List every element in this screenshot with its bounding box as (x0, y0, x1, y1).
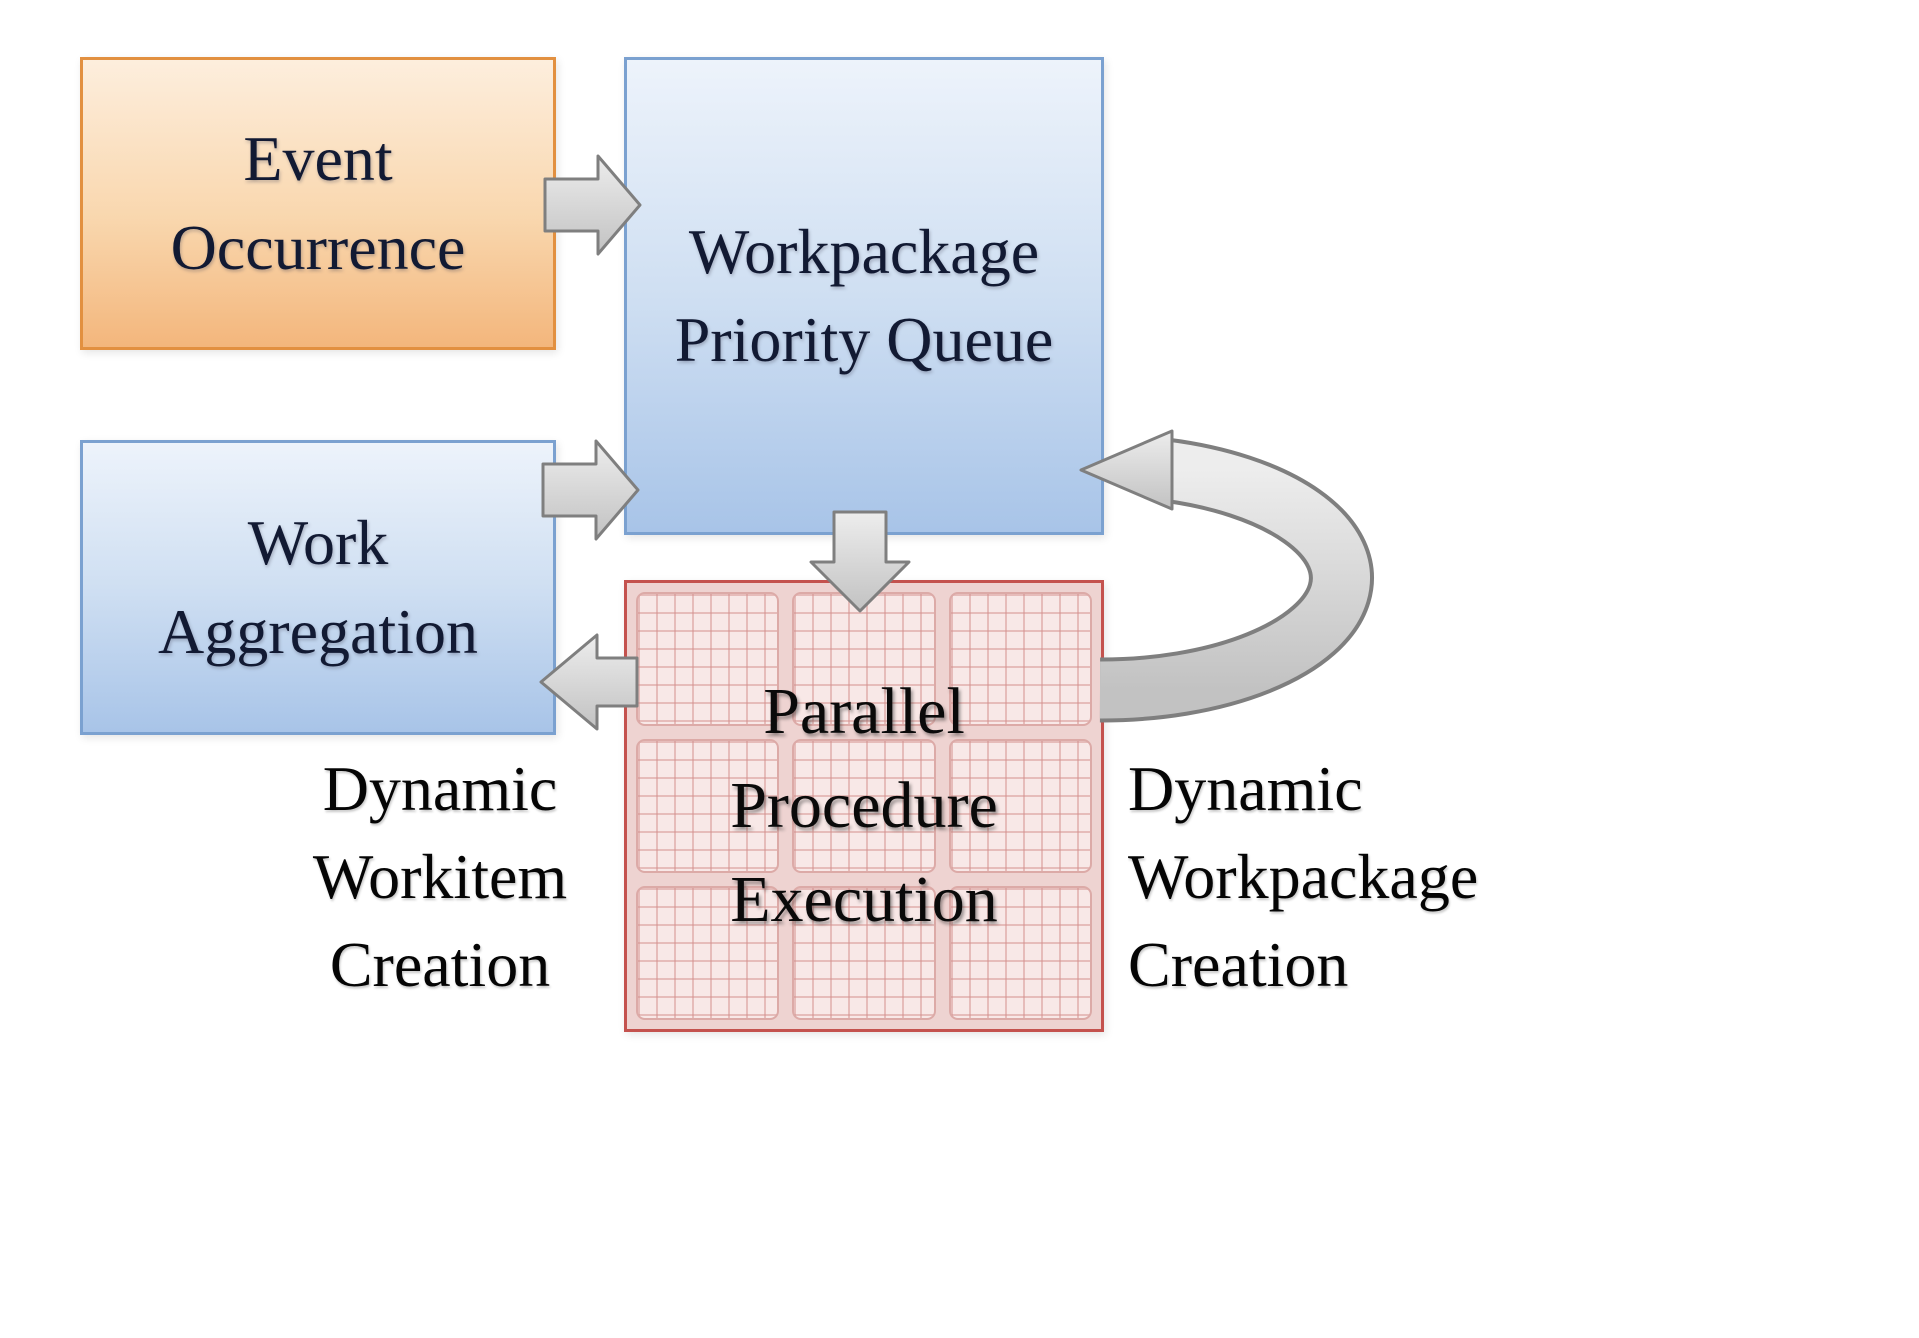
workpackage-priority-queue-box: Workpackage Priority Queue (624, 57, 1104, 535)
execution-grid-cell (636, 739, 780, 873)
event-occurrence-label: Event Occurrence (170, 123, 466, 283)
execution-grid (636, 592, 1092, 1020)
workpackage-priority-queue-label: Workpackage Priority Queue (674, 215, 1054, 375)
arrow-execution-to-queue-loop-outline (1099, 437, 1374, 723)
execution-grid-cell (792, 739, 936, 873)
execution-grid-cell (636, 592, 780, 726)
event-occurrence-box: Event Occurrence (80, 57, 556, 350)
execution-grid-cell (948, 886, 1092, 1020)
dynamic-workpackage-creation-label: Dynamic Workpackage Creation (1128, 753, 1479, 1000)
parallel-procedure-execution-label: Parallel Procedure Execution (730, 675, 998, 936)
arrow-execution-to-queue-loop-body (1099, 441, 1370, 719)
work-aggregation-box: Work Aggregation (80, 440, 556, 735)
execution-grid-cell (948, 739, 1092, 873)
work-aggregation-label: Work Aggregation (158, 507, 478, 667)
execution-grid-cell (636, 886, 780, 1020)
dynamic-workitem-creation-label: Dynamic Workitem Creation (312, 753, 568, 1000)
parallel-procedure-execution-label-wrap: Parallel Procedure Execution (627, 583, 1101, 1029)
parallel-procedure-execution-box: Parallel Procedure Execution (624, 580, 1104, 1032)
execution-grid-cell (792, 886, 936, 1020)
execution-grid-cell (948, 592, 1092, 726)
